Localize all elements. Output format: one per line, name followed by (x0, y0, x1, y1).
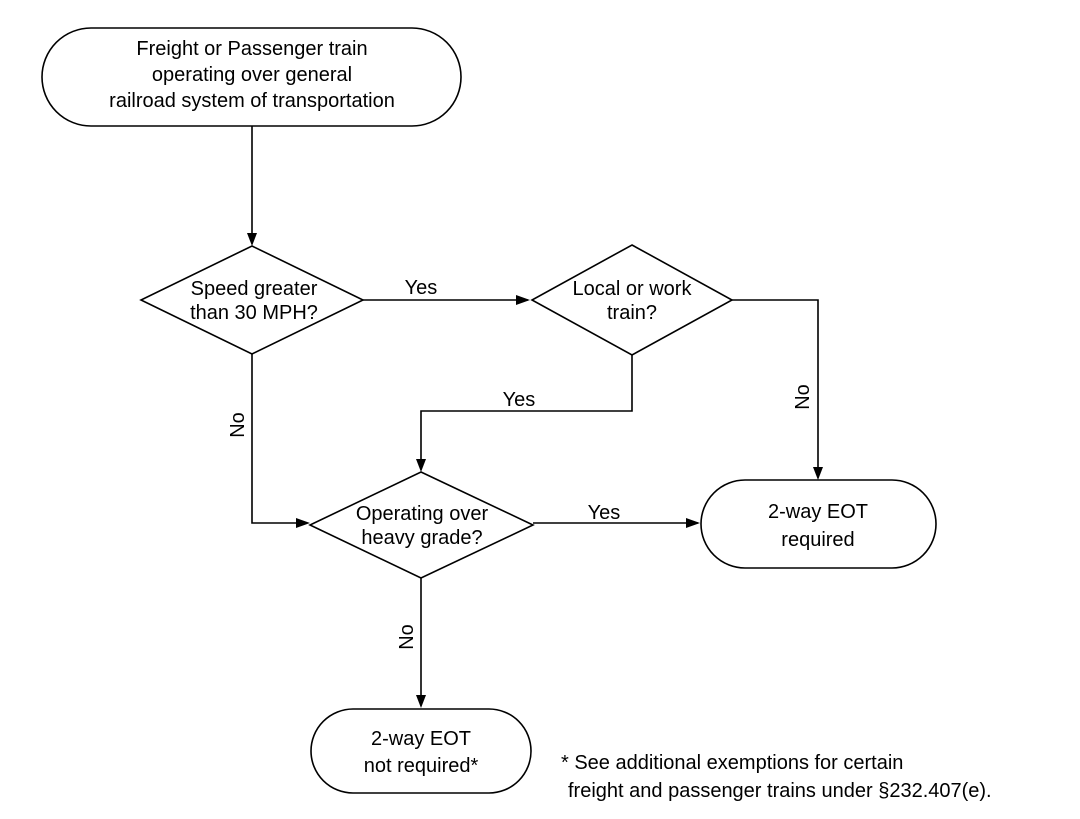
arrowhead-speed-yes (516, 295, 530, 305)
start-line-1: Freight or Passenger train (136, 38, 367, 60)
local-decision-line-1: Local or work (573, 278, 693, 300)
start-line-2: operating over general (152, 64, 352, 86)
edge-label-grade-yes: Yes (588, 502, 621, 524)
speed-decision-line-1: Speed greater (191, 278, 318, 300)
edge-label-speed-no: No (227, 412, 249, 438)
arrowhead-grade-no (416, 695, 426, 708)
arrowhead-speed-no (296, 518, 310, 528)
eot-not-required-terminal: 2-way EOT not required* (310, 708, 532, 794)
eot-not-required-line-2: not required* (364, 755, 479, 777)
eot-required-terminal: 2-way EOT required (700, 479, 937, 569)
edge-label-speed-yes: Yes (405, 277, 438, 299)
start-terminal: Freight or Passenger train operating ove… (41, 27, 462, 127)
start-line-3: railroad system of transportation (109, 90, 395, 112)
grade-decision-line-2: heavy grade? (361, 527, 482, 549)
arrowhead-local-no (813, 467, 823, 480)
local-decision: Local or work train? (530, 244, 734, 356)
footnote-line-1: * See additional exemptions for certain (561, 752, 903, 774)
footnote: * See additional exemptions for certain … (561, 752, 992, 802)
local-decision-line-2: train? (607, 302, 657, 324)
speed-decision-line-2: than 30 MPH? (190, 302, 318, 324)
edge-label-local-yes: Yes (503, 389, 536, 411)
edge-labels: Yes No Yes No Yes No (227, 277, 814, 650)
eot-required-line-1: 2-way EOT (768, 501, 868, 523)
eot-required-line-2: required (781, 529, 854, 551)
connector-local-no (732, 299, 819, 474)
arrowhead-start-to-speed (247, 233, 257, 246)
grade-decision-line-1: Operating over (356, 503, 489, 525)
connector-speed-no (251, 354, 306, 524)
eot-not-required-line-1: 2-way EOT (371, 728, 471, 750)
edge-label-local-no: No (792, 384, 814, 410)
edge-label-grade-no: No (396, 624, 418, 650)
arrowhead-grade-yes (686, 518, 700, 528)
connectors (247, 126, 823, 708)
connector-local-yes (420, 355, 633, 466)
speed-decision: Speed greater than 30 MPH? (139, 245, 365, 355)
footnote-line-2: freight and passenger trains under §232.… (568, 780, 992, 802)
grade-decision: Operating over heavy grade? (308, 471, 535, 579)
arrowhead-local-yes (416, 459, 426, 472)
